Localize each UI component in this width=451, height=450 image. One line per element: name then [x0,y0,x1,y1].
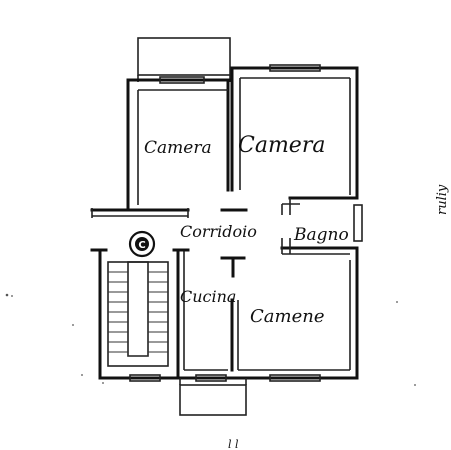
windows [129,64,363,382]
exterior-walls [98,66,359,380]
stair-mark-label: C [138,240,145,251]
room-label-camera-right: Camera [238,133,325,158]
room-label-cucina: Cucina [180,287,236,306]
interior-walls [90,77,359,380]
bottom-note: l l [228,438,239,450]
scan-specks [5,293,416,386]
bottom-balcony [179,378,247,416]
room-label-camere: Camene [250,306,324,327]
room-label-corridoio: Corridoio [180,222,257,241]
margin-note: ruliy [435,184,450,215]
room-label-bagno: Bagno [293,225,349,245]
room-label-camera-left: Camera [144,138,212,158]
staircase [107,261,169,367]
top-balcony [137,37,231,82]
stair-circle-mark: C [128,230,156,258]
